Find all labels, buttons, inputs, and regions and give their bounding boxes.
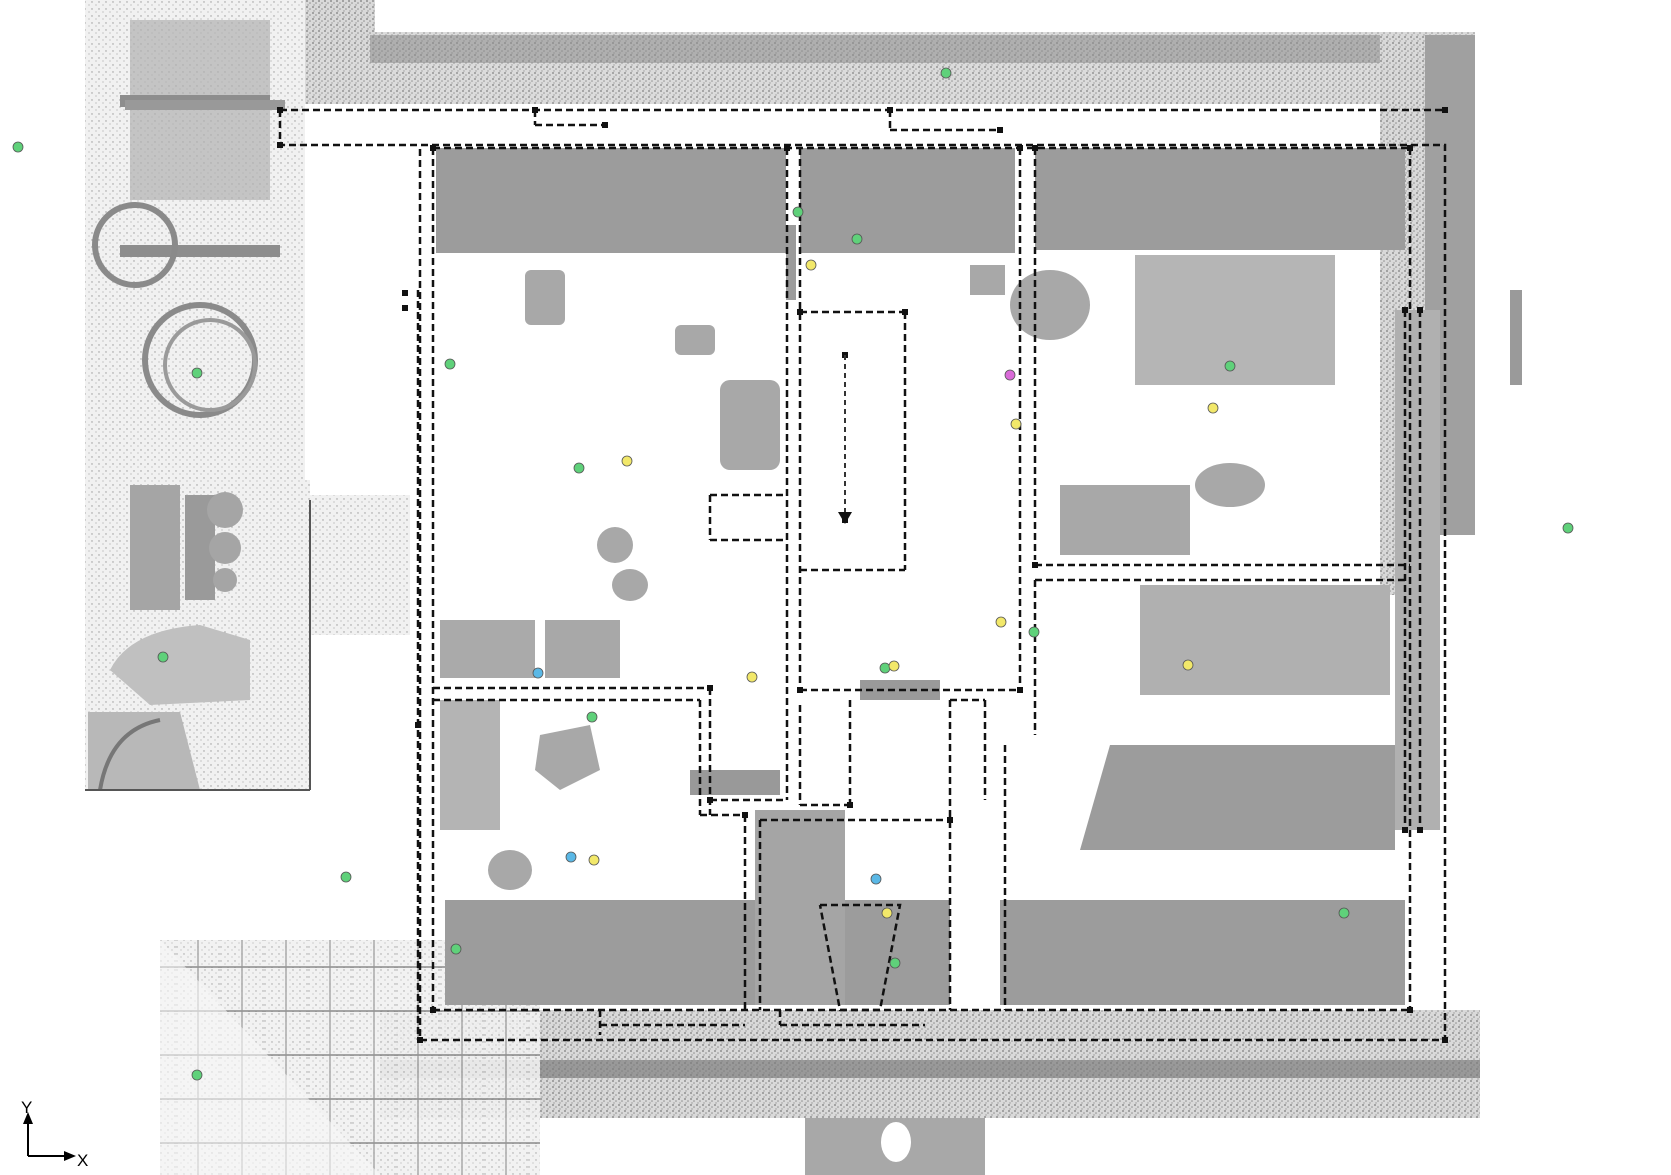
left-structure-point-cloud: [85, 0, 410, 791]
yellow-marker-icon: [588, 854, 600, 866]
green-marker-icon: [879, 662, 891, 674]
magenta-marker-icon: [1004, 369, 1016, 381]
furniture-point-cloud: [488, 265, 1265, 890]
yellow-marker-icon: [888, 660, 900, 672]
y-axis-label: Y: [21, 1098, 33, 1117]
stair-direction-arrow: [838, 355, 852, 524]
green-marker-icon: [450, 943, 462, 955]
green-marker-icon: [573, 462, 585, 474]
room-shading: [436, 148, 1440, 1005]
yellow-marker-icon: [805, 259, 817, 271]
yellow-marker-icon: [881, 907, 893, 919]
green-marker-icon: [851, 233, 863, 245]
green-marker-icon: [1562, 522, 1574, 534]
green-marker-icon: [12, 141, 24, 153]
green-marker-icon: [340, 871, 352, 883]
green-marker-icon: [157, 651, 169, 663]
yellow-marker-icon: [1207, 402, 1219, 414]
yellow-marker-icon: [995, 616, 1007, 628]
green-marker-icon: [1224, 360, 1236, 372]
green-marker-icon: [792, 206, 804, 218]
green-marker-icon: [444, 358, 456, 370]
wall-outlines: [278, 108, 1447, 1042]
green-marker-icon: [191, 367, 203, 379]
yellow-marker-icon: [1010, 418, 1022, 430]
survey-markers: [12, 67, 1574, 1081]
green-marker-icon: [1028, 626, 1040, 638]
green-marker-icon: [940, 67, 952, 79]
green-marker-icon: [1338, 907, 1350, 919]
yellow-marker-icon: [1182, 659, 1194, 671]
green-marker-icon: [586, 711, 598, 723]
x-axis-label: X: [77, 1151, 89, 1170]
green-marker-icon: [191, 1069, 203, 1081]
green-marker-icon: [889, 957, 901, 969]
yellow-marker-icon: [621, 455, 633, 467]
axis-arrows-icon: [23, 1112, 76, 1161]
blue-marker-icon: [532, 667, 544, 679]
yellow-marker-icon: [746, 671, 758, 683]
blue-marker-icon: [565, 851, 577, 863]
blue-marker-icon: [870, 873, 882, 885]
